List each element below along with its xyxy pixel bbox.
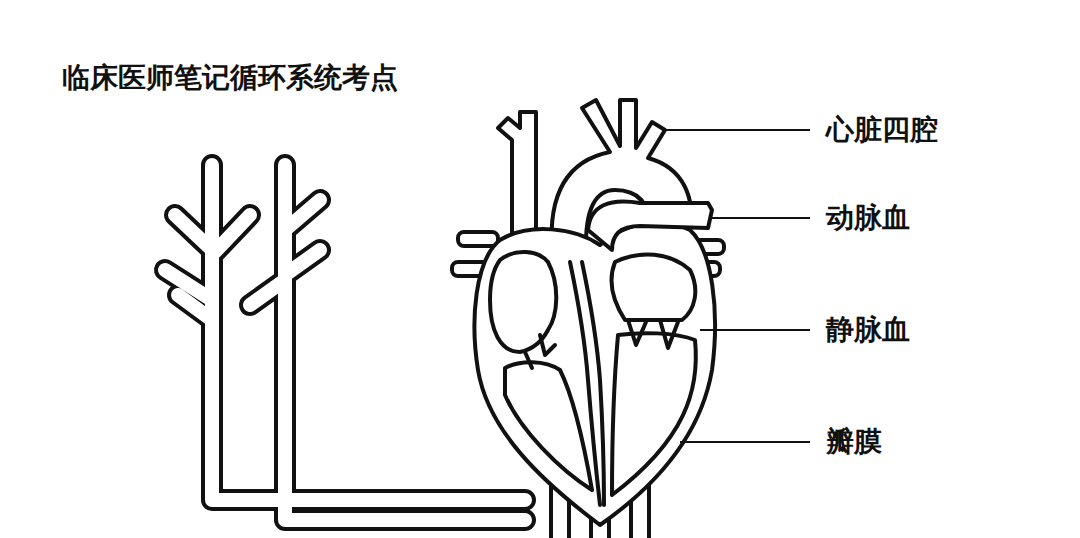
part-label: 瓣膜 — [826, 425, 882, 459]
part-label: 心脏四腔 — [826, 113, 938, 147]
part-label: 静脉血 — [826, 313, 910, 347]
part-label: 动脉血 — [826, 201, 910, 235]
diagram-title: 临床医师笔记循环系统考点 — [62, 59, 398, 97]
heart-outline — [452, 100, 724, 525]
heart-chambers — [490, 252, 696, 505]
leader-lines — [662, 130, 810, 442]
